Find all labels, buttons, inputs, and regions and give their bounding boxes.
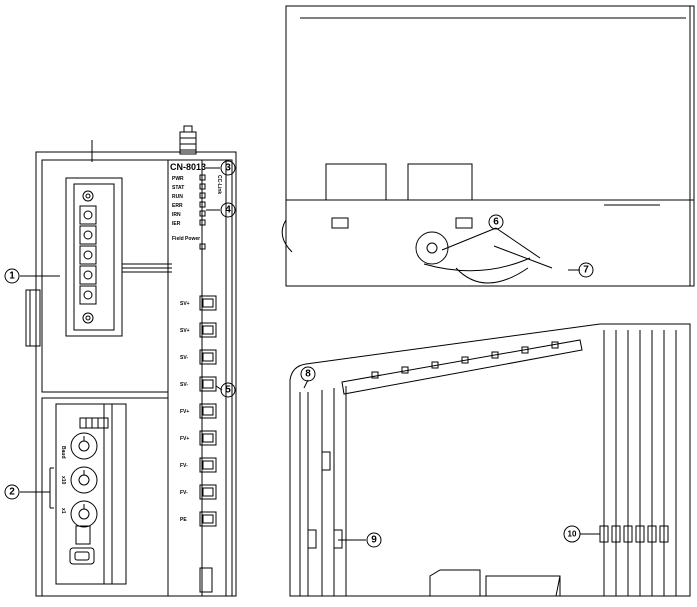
terminal-label-sv-minus-2: SV- [180,382,188,388]
side-clip-c [333,529,343,549]
side-rail [341,339,583,395]
led-label-pwr: PWR [172,176,184,182]
side-clip-b [307,529,317,549]
field-power-label: Field Power [172,236,200,242]
led-label-ier: IER [172,221,181,227]
contact-rails [603,330,677,596]
callout-5: 5 [220,382,236,398]
rotary-switch-baud[interactable] [70,432,98,460]
lock-arm [423,257,531,272]
model-label: CN-8013 [170,162,206,172]
svg-text:9: 9 [371,535,377,546]
lever-line [493,245,553,269]
callout-4: 4 [220,202,236,218]
rotary-switch-x1[interactable] [70,500,98,528]
callout-6: 6 [488,214,504,230]
contact-clips [599,525,669,543]
screw-top [82,190,94,202]
led-label-run: RUN [172,194,183,200]
switch-label-baud: Baud [60,446,66,459]
side-connector-b [407,163,473,201]
lock-lever[interactable] [415,231,449,265]
terminal-label-sv-plus-1: SV+ [180,301,190,307]
svg-text:6: 6 [493,217,499,228]
side-connector-a [325,163,387,201]
callout-badges: 1 2 3 4 5 6 7 8 9 10 [4,160,594,548]
terminal-label-pe: PE [180,517,187,523]
led-label-err: ERR [172,203,183,209]
svg-text:7: 7 [583,265,589,276]
network-label: CC-Link [216,175,222,194]
side-view-bottom [289,323,691,597]
svg-text:10: 10 [568,530,577,539]
side-body-bottom [289,323,691,597]
edge-comb [201,159,233,597]
svg-text:8: 8 [305,369,311,380]
terminal-label-sv-plus-2: SV+ [180,328,190,334]
slot-indicator [79,417,109,429]
side-view-top [281,5,695,287]
upper-cover [41,159,169,393]
field-terminals [199,295,217,527]
led-labels: PWR STAT RUN ERR IRN IER [172,176,184,227]
switch-label-x1: x1 [60,508,66,514]
terminal-label-fv-minus-2: FV- [180,490,188,496]
screw-bottom [82,312,94,324]
power-terminal-block [65,177,123,337]
callout-8: 8 [300,366,316,382]
led-label-irn: IRN [172,212,181,218]
side-slot-left [331,217,349,229]
side-slot-right [455,217,473,229]
svg-text:4: 4 [225,205,231,216]
side-latch [25,289,41,347]
terminal-label-sv-minus-1: SV- [180,355,188,361]
callout-10: 10 [563,525,581,543]
comm-port [69,547,95,565]
callout-2: 2 [4,484,20,500]
callout-9: 9 [366,532,382,548]
terminal-labels: SV+ SV+ SV- SV- FV+ FV+ FV- FV- PE [180,301,190,523]
svg-text:3: 3 [225,163,231,174]
terminal-label-fv-minus-1: FV- [180,463,188,469]
callout-7: 7 [578,262,594,278]
svg-text:2: 2 [9,487,15,498]
dip-switch[interactable] [75,525,91,545]
terminal-screws [79,205,97,305]
led-label-stat: STAT [172,185,184,191]
side-body-top [285,5,695,287]
rail-teeth [371,341,559,379]
top-connector [179,131,197,155]
callout-3: 3 [220,160,236,176]
switch-label-x10: x10 [60,476,66,485]
front-view: Baud x10 x1 CN-8013 PWR STAT RUN ERR IRN… [25,125,237,597]
callouts-front [20,167,223,493]
callouts-side [303,227,600,541]
svg-text:1: 1 [9,271,15,282]
rotary-switch-x10[interactable] [70,466,98,494]
side-clip-a [321,451,331,471]
callout-1: 1 [4,268,20,284]
terminal-label-fv-plus-2: FV+ [180,436,189,442]
terminal-label-fv-plus-1: FV+ [180,409,189,415]
svg-text:5: 5 [225,385,231,396]
